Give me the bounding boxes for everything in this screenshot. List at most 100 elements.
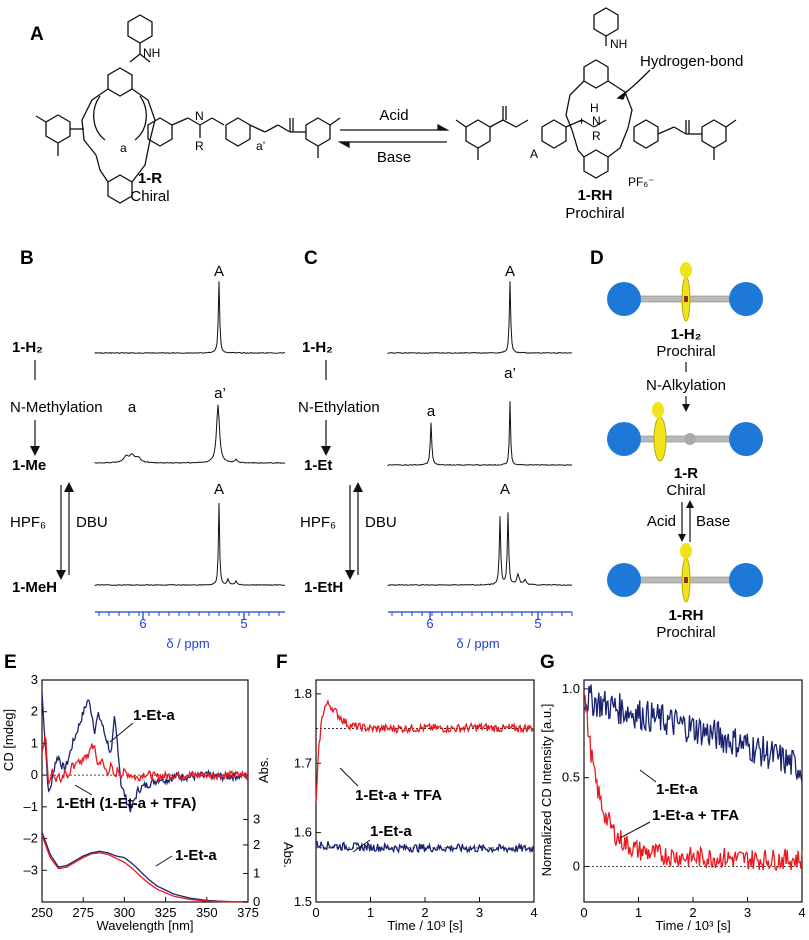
y-right-tick-label: 0 (253, 894, 260, 909)
chart-e-ylabel-right: Abs. (281, 842, 296, 868)
atom-n-left: N (195, 109, 204, 123)
y-tick-label: –3 (24, 862, 38, 877)
nmr-c-label-top: 1-H₂ (302, 339, 333, 356)
nmr-b-tick-5: 5 (240, 616, 247, 631)
nmr-c-label-bot: 1-EtH (304, 579, 343, 596)
y-right-tick-label: 1 (253, 865, 260, 880)
series-line-1-eth-1-et-a-tfa- (41, 735, 249, 785)
nmr-trace (94, 502, 286, 586)
nmr-c-peak-a-prime: a’ (504, 365, 516, 382)
nmr-c-peak-a: a (427, 403, 436, 420)
label-a-left: a (120, 141, 127, 155)
panel-letter-a: A (30, 24, 44, 45)
stopper-ball-left-2 (607, 422, 641, 456)
x-tick-label: 350 (196, 905, 218, 920)
nmr-b-label-top: 1-H₂ (12, 339, 43, 356)
nmr-trace (387, 281, 573, 355)
x-tick-label: 0 (312, 905, 319, 920)
series-line-1-et-a (315, 840, 535, 855)
nmr-spectra-b (94, 281, 286, 620)
nmr-b-axis-label: δ / ppm (166, 636, 209, 651)
y-tick-label: 1.5 (294, 894, 312, 909)
molecule-1-r (35, 14, 341, 204)
chart-g-xlabel: Time / 10³ [s] (655, 918, 730, 933)
nmr-b-label-mid: 1-Me (12, 457, 46, 474)
y-tick-label: 0.5 (562, 770, 580, 785)
label-hydrogen-bond: Hydrogen-bond (640, 53, 743, 70)
stopper-ball-right-2 (729, 422, 763, 456)
nmr-trace (387, 401, 573, 467)
y-tick-label: 1.6 (294, 825, 312, 840)
nmr-b-tick-6: 6 (139, 616, 146, 631)
label-a-prime-left: a’ (256, 139, 265, 153)
panel-a: A (30, 7, 743, 222)
model-1-rh (607, 543, 763, 603)
x-tick-label: 275 (72, 905, 94, 920)
y-tick-label: 3 (31, 672, 38, 687)
model-2-desc: Chiral (666, 482, 705, 499)
y-right-tick-label: 2 (253, 837, 260, 852)
nmr-b-peak-a: a (128, 399, 137, 416)
nmr-c-axis-label: δ / ppm (456, 636, 499, 651)
model-1-name: 1-H₂ (671, 326, 702, 343)
x-tick-label: 250 (31, 905, 53, 920)
benzamide-ring (127, 14, 153, 44)
nmr-trace (387, 512, 573, 586)
xylyl-right-ring-right (701, 119, 727, 149)
nmr-c-reagent-left: HPF₆ (300, 514, 336, 531)
series-line-1-et-a (41, 831, 248, 903)
atom-nh-right: NH (610, 37, 627, 51)
nmr-trace (94, 404, 285, 464)
model-base: Base (696, 513, 730, 530)
x-tick-label: 4 (530, 905, 537, 920)
crown-upper-ring-right (583, 59, 609, 89)
panel-letter-c: C (304, 248, 318, 269)
xylyl-left-ring (45, 114, 71, 144)
x-tick-label: 4 (798, 905, 805, 920)
stopper-ball-right-3 (729, 563, 763, 597)
y-right-tick-label: 3 (253, 812, 260, 827)
model-acid: Acid (647, 513, 676, 530)
series-line-1-et-a-tfa (583, 693, 803, 872)
nmr-b-label-bot: 1-MeH (12, 579, 57, 596)
chart-e-ylabel: CD [mdeg] (1, 709, 16, 771)
ring-knob-2 (652, 402, 664, 418)
desc-chiral: Chiral (130, 188, 169, 205)
nmr-b-peak-A-top: A (214, 263, 224, 280)
panel-letter-g: G (540, 652, 555, 673)
atom-r-left: R (195, 139, 204, 153)
crown-upper-ring (107, 67, 133, 97)
equilibrium-arrows (337, 123, 450, 149)
panel-d: D 1-H₂ Prochiral N-Alkylation 1-R Chiral (590, 248, 763, 641)
chart-e-label-et-a: 1-Et-a (133, 707, 175, 724)
ring-knob (680, 262, 692, 278)
nmr-c-tick-6: 6 (426, 616, 433, 631)
nmr-b-peak-a-prime: a’ (214, 385, 226, 402)
atom-n-right: N (592, 114, 601, 128)
atom-h-right: H (590, 101, 599, 115)
series-line-1-et-a-tfa (315, 698, 535, 803)
nmr-b-reagent-left: HPF₆ (10, 514, 46, 531)
alkyl-group (684, 433, 696, 445)
x-tick-label: 2 (689, 905, 696, 920)
y-tick-label: 0 (31, 767, 38, 782)
y-tick-label: 1.8 (294, 686, 312, 701)
panel-letter-f: F (276, 652, 288, 673)
nmr-trace (94, 281, 286, 355)
crown-lower-ring-right (583, 149, 609, 179)
nmr-b-reaction: N-Methylation (10, 399, 103, 416)
y-tick-label: –2 (24, 831, 38, 846)
ring-knob-3 (680, 543, 692, 559)
nmr-c-reagent-right: DBU (365, 514, 397, 531)
model-1-r (607, 402, 763, 462)
x-tick-label: 375 (237, 905, 259, 920)
x-tick-label: 325 (155, 905, 177, 920)
nmr-c-tick-5: 5 (534, 616, 541, 631)
model-1-h2 (607, 262, 763, 322)
x-tick-label: 3 (476, 905, 483, 920)
